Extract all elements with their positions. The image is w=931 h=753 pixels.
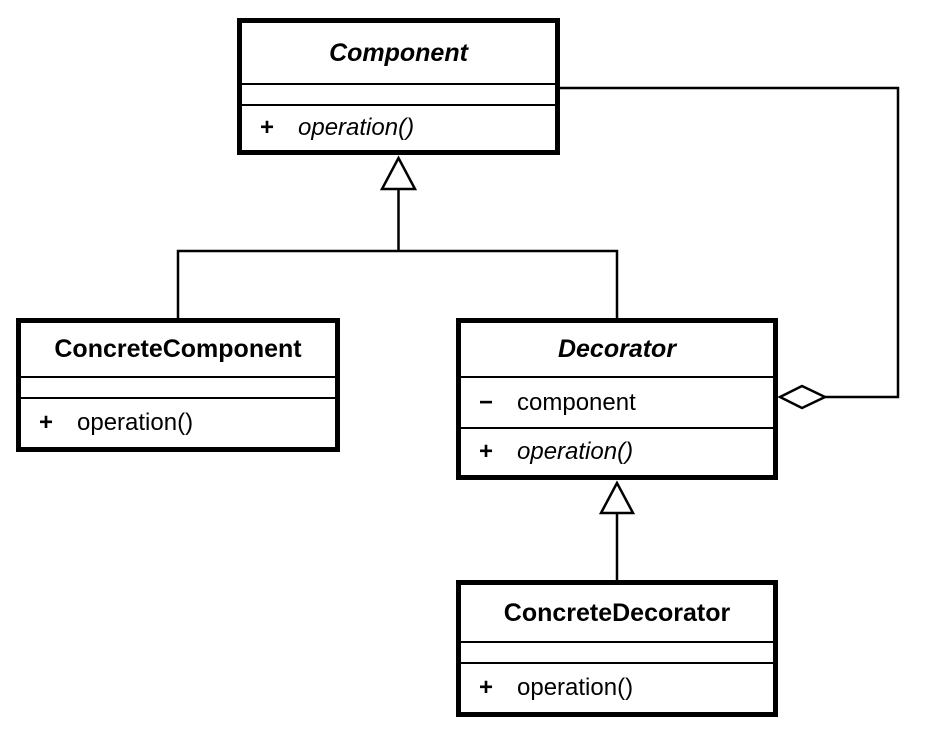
class-concrete-component-attributes-compartment (21, 376, 335, 397)
attribute-row: − component (461, 388, 773, 416)
visibility-symbol: − (479, 388, 494, 416)
class-concrete-component: ConcreteComponent + operation() (16, 318, 340, 452)
generalization-branch-line (176, 249, 619, 320)
visibility-symbol: + (39, 409, 54, 436)
class-component: Component + operation() (237, 18, 560, 155)
generalization-to-component (176, 155, 619, 320)
operation-row: + operation() (21, 411, 335, 435)
operation-signature: operation() (517, 674, 634, 701)
generalization-to-decorator (598, 480, 636, 582)
aggregation-diamond-icon (777, 384, 828, 410)
visibility-symbol: + (260, 114, 275, 141)
class-component-attributes-compartment (242, 83, 555, 104)
generalization-triangle-icon (379, 155, 418, 191)
operation-signature: operation() (77, 409, 194, 436)
operation-row: + operation() (242, 116, 555, 140)
operation-row: + operation() (461, 676, 773, 700)
class-decorator-attributes-compartment: − component (461, 376, 773, 427)
class-concrete-decorator: ConcreteDecorator + operation() (456, 580, 778, 717)
operation-signature: operation() (298, 114, 415, 141)
class-concrete-component-operations-compartment: + operation() (21, 397, 335, 447)
class-concrete-component-title: ConcreteComponent (54, 335, 302, 363)
visibility-symbol: + (479, 674, 494, 701)
class-concrete-decorator-attributes-compartment (461, 641, 773, 662)
class-component-title: Component (329, 38, 468, 67)
class-component-operations-compartment: + operation() (242, 104, 555, 150)
visibility-symbol: + (479, 438, 494, 465)
attribute-name: component (517, 388, 636, 416)
class-decorator: Decorator − component + operation() (456, 318, 778, 480)
operation-signature: operation() (517, 438, 634, 465)
class-decorator-operations-compartment: + operation() (461, 427, 773, 475)
class-decorator-title: Decorator (557, 335, 677, 363)
operation-row: + operation() (461, 440, 773, 464)
class-concrete-decorator-operations-compartment: + operation() (461, 662, 773, 712)
class-concrete-decorator-title: ConcreteDecorator (503, 598, 731, 627)
generalization-triangle-icon (598, 480, 636, 515)
